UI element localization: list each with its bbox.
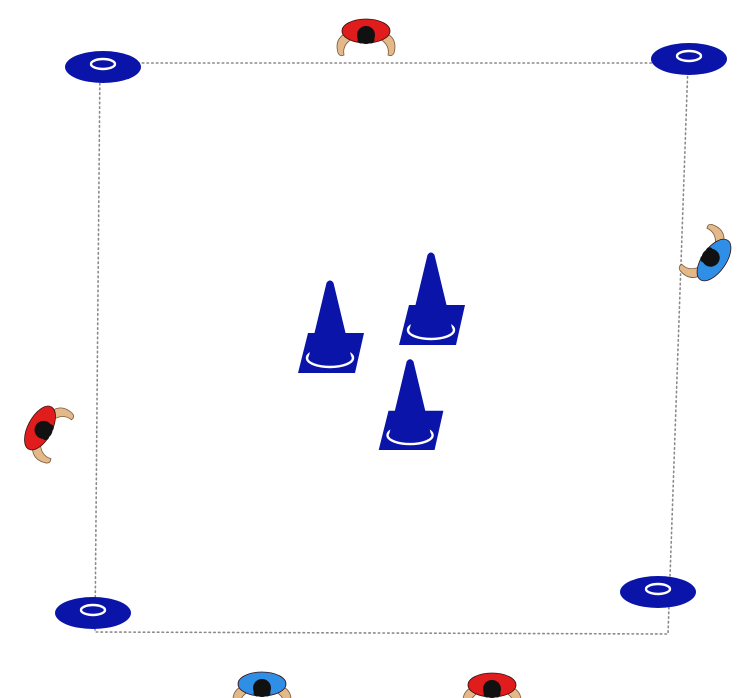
corner-marker-top-left <box>65 51 141 83</box>
player-ear <box>494 691 501 698</box>
player-ear <box>254 690 261 697</box>
disc-marker-icon <box>651 43 727 75</box>
disc-marker-icon <box>65 51 141 83</box>
corner-marker-bottom-right <box>620 576 696 608</box>
player-ear <box>484 691 491 698</box>
player-ear <box>358 37 365 44</box>
disc-marker-icon <box>620 576 696 608</box>
disc-marker-icon <box>55 597 131 629</box>
corner-marker-bottom-left <box>55 597 131 629</box>
player-ear <box>368 37 375 44</box>
corner-marker-top-right <box>651 43 727 75</box>
player-ear <box>264 690 271 697</box>
